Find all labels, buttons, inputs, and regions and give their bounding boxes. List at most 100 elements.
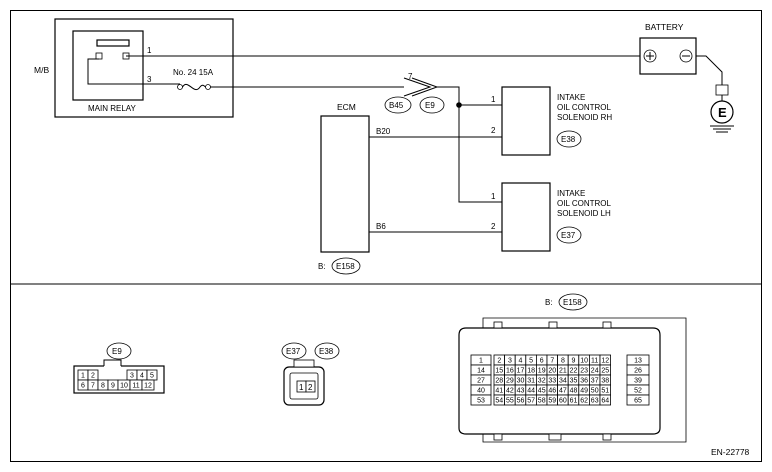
e158-pin-label: 42: [506, 388, 514, 395]
e158-pin-label: 14: [477, 368, 485, 375]
e158-pin-label: 52: [634, 388, 642, 395]
e158-pin-label: 54: [495, 398, 503, 405]
e158-pin-label: 59: [548, 398, 556, 405]
e9-pin: [141, 379, 155, 391]
e158-pin-label: 32: [538, 378, 546, 385]
junction-pin-7: 7: [408, 72, 413, 81]
e158-pin: [626, 394, 650, 406]
e158-pin-label: 46: [548, 388, 556, 395]
svg-text:E9: E9: [425, 101, 435, 110]
e158-pin-label: 4: [519, 358, 523, 365]
mb-label: M/B: [34, 65, 49, 75]
relay-coil: [96, 39, 130, 47]
e9-pin-label: 1: [81, 373, 85, 380]
e158-pin-label: 40: [477, 388, 485, 395]
e9-pin-label: 12: [144, 383, 152, 390]
e158-pin-label: 28: [495, 378, 503, 385]
e9-pin-label: 4: [140, 373, 144, 380]
e158-pin-label: 50: [591, 388, 599, 395]
battery-label: BATTERY: [645, 22, 684, 32]
rh-pin-2: 2: [491, 126, 496, 135]
e158-pin-label: 41: [495, 388, 503, 395]
e158-pin-label: 37: [591, 378, 599, 385]
e158-pin-label: 11: [591, 358, 598, 365]
e158-pin-label: 15: [495, 368, 503, 375]
ground-label: E: [718, 105, 727, 120]
e158-pin-label: 20: [548, 368, 556, 375]
relay-pin-1: 1: [147, 46, 152, 55]
e158-pin-label: 47: [559, 388, 567, 395]
e9-pin-label: 2: [91, 373, 95, 380]
e158-pin-label: 23: [580, 368, 588, 375]
e158-pin-label: 35: [570, 378, 578, 385]
e158-pin-label: 1: [479, 358, 483, 365]
ecm-connector-prefix-lower: B:: [545, 298, 553, 307]
relay-contact-left: [95, 52, 103, 60]
wire-battery-to-ground: [696, 55, 723, 85]
e158-pin-label: 56: [517, 398, 525, 405]
svg-text:E38: E38: [561, 135, 576, 144]
e158-pin-label: 39: [634, 378, 642, 385]
e158-pin-label: 3: [508, 358, 512, 365]
e158-pin-label: 38: [601, 378, 609, 385]
e158-pin-label: 2: [497, 358, 501, 365]
svg-text:E38: E38: [319, 347, 334, 356]
lh-pin-1: 1: [491, 192, 496, 201]
svg-text:E37: E37: [286, 347, 301, 356]
svg-text:OIL CONTROL: OIL CONTROL: [557, 199, 611, 208]
svg-text:E9: E9: [112, 347, 122, 356]
lh-pin-2: 2: [491, 222, 496, 231]
connector-e158-lower-badge: [558, 293, 588, 311]
e158-pin-label: 65: [634, 398, 642, 405]
e158-pin-label: 22: [570, 368, 578, 375]
e158-pin-label: 30: [517, 378, 525, 385]
svg-text:INTAKE: INTAKE: [557, 189, 585, 198]
e158-pin-label: 58: [538, 398, 546, 405]
e9-pin-label: 3: [130, 373, 134, 380]
connector-b45-badge: [384, 96, 412, 114]
e158-pin-label: 8: [561, 358, 565, 365]
e158-pin-label: 27: [477, 378, 485, 385]
e9-pin-label: 8: [101, 383, 105, 390]
e158-pin-label: 61: [570, 398, 578, 405]
e158-pin-label: 13: [634, 358, 642, 365]
relay-pin-3: 3: [147, 75, 152, 84]
e158-pin-label: 19: [538, 368, 546, 375]
svg-text:INTAKE: INTAKE: [557, 93, 585, 102]
e158-pin-label: 24: [591, 368, 599, 375]
junction-connector-symbol: [403, 77, 432, 97]
e158-pin-label: 45: [538, 388, 546, 395]
diagram-frame: [10, 10, 762, 462]
svg-text:E37: E37: [561, 231, 576, 240]
e9-pin-label: 6: [81, 383, 85, 390]
e158-pin-label: 33: [548, 378, 556, 385]
document-id: EN-22778: [711, 447, 750, 457]
fuse-symbol: [182, 83, 206, 91]
e158-pin-label: 31: [527, 378, 535, 385]
e158-pin: [470, 394, 492, 406]
connector-e38-lower-badge: [314, 342, 340, 360]
main-relay-label: MAIN RELAY: [88, 104, 137, 113]
svg-text:E158: E158: [336, 262, 355, 271]
e158-pin-label: 62: [580, 398, 588, 405]
e158-pin-label: 48: [570, 388, 578, 395]
e158-pin-label: 53: [477, 398, 485, 405]
solenoid-rh-box: [501, 86, 551, 156]
ecm-label: ECM: [337, 102, 356, 112]
e158-pin-label: 17: [517, 368, 525, 375]
connector-e9-badge: [419, 96, 445, 114]
e158-pin-label: 5: [529, 358, 533, 365]
e158-pin-label: 18: [527, 368, 535, 375]
e158-pin-label: 60: [559, 398, 567, 405]
e158-pin-label: 29: [506, 378, 514, 385]
e9-pin-label: 10: [120, 383, 128, 390]
svg-text:B45: B45: [389, 101, 404, 110]
e158-pin-label: 9: [572, 358, 576, 365]
rh-pin-1: 1: [491, 95, 496, 104]
e158-pin-label: 34: [559, 378, 567, 385]
e158-pin-label: 51: [601, 388, 609, 395]
